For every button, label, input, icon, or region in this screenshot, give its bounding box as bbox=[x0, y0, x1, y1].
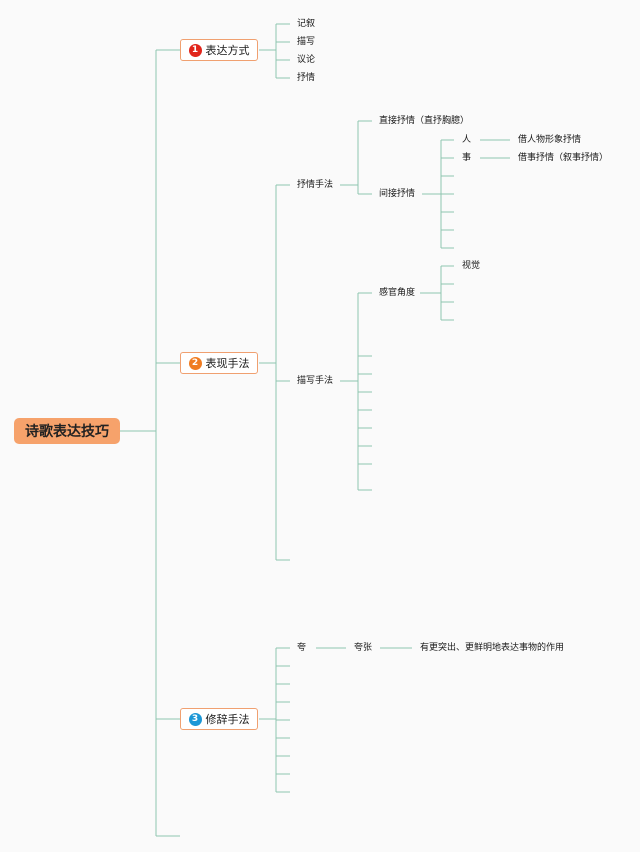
category-node-2[interactable]: 2 表现手法 bbox=[180, 352, 258, 374]
node-shuqing-shoufa[interactable]: 抒情手法 bbox=[297, 180, 334, 190]
node-kuazhang[interactable]: 夸张 bbox=[354, 643, 373, 653]
category-node-1[interactable]: 1 表达方式 bbox=[180, 39, 258, 61]
node-jixu[interactable]: 记叙 bbox=[297, 19, 316, 29]
number-badge-1: 1 bbox=[188, 43, 202, 57]
node-indirect-shuqing[interactable]: 间接抒情 bbox=[379, 189, 416, 199]
category-label-3: 修辞手法 bbox=[205, 713, 250, 726]
node-direct-shuqing[interactable]: 直接抒情（直抒胸臆） bbox=[379, 116, 470, 126]
category-label-1: 表达方式 bbox=[205, 44, 250, 57]
node-shijue[interactable]: 视觉 bbox=[462, 261, 481, 271]
node-shi[interactable]: 事 bbox=[462, 153, 472, 163]
number-badge-2: 2 bbox=[188, 356, 202, 370]
node-ganguan-jiaodu[interactable]: 感官角度 bbox=[379, 288, 416, 298]
node-ren-desc[interactable]: 借人物形象抒情 bbox=[518, 135, 582, 145]
number-badge-3: 3 bbox=[188, 712, 202, 726]
root-node[interactable]: 诗歌表达技巧 bbox=[14, 418, 120, 444]
node-shuqing[interactable]: 抒情 bbox=[297, 73, 316, 83]
node-kua[interactable]: 夸 bbox=[297, 643, 307, 653]
category-label-2: 表现手法 bbox=[205, 357, 250, 370]
node-miaoxie[interactable]: 描写 bbox=[297, 37, 316, 47]
node-shi-desc[interactable]: 借事抒情（叙事抒情） bbox=[518, 153, 609, 163]
node-ren[interactable]: 人 bbox=[462, 135, 472, 145]
node-kuazhang-desc[interactable]: 有更突出、更鲜明地表达事物的作用 bbox=[420, 643, 565, 653]
node-miaoxie-shoufa[interactable]: 描写手法 bbox=[297, 376, 334, 386]
node-yilun[interactable]: 议论 bbox=[297, 55, 316, 65]
category-node-3[interactable]: 3 修辞手法 bbox=[180, 708, 258, 730]
root-label: 诗歌表达技巧 bbox=[25, 424, 109, 440]
